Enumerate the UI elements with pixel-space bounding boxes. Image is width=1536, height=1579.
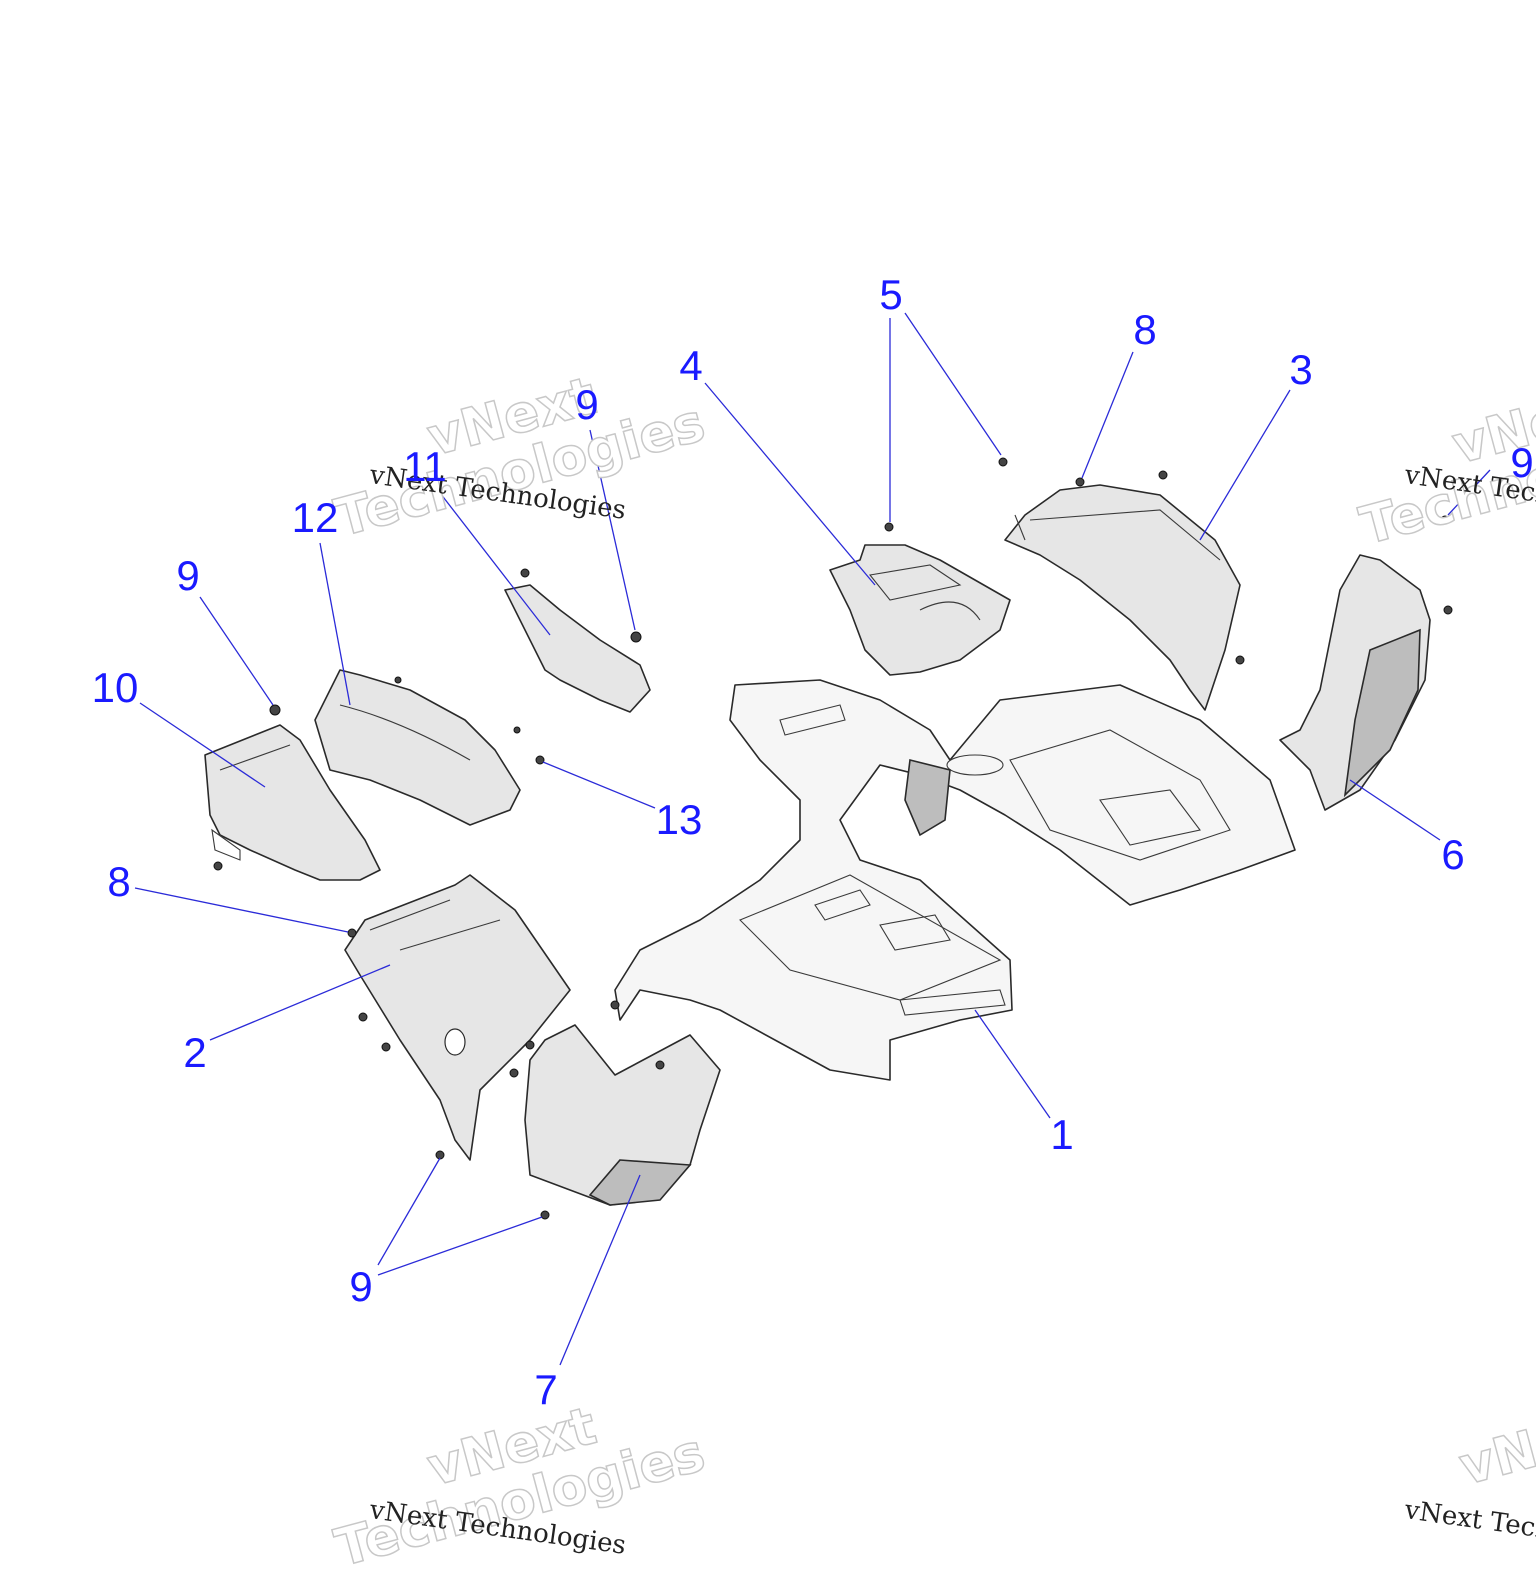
callout-10[interactable]: 10 [91,664,139,711]
parts-diagram: vNext Technologies vNext Technologies vN… [91,271,1536,1579]
callout-13[interactable]: 13 [655,796,703,843]
leader-lines [134,312,1491,1366]
callout-9-bottom[interactable]: 9 [349,1263,373,1310]
exploded-view-drawing [134,312,1491,1366]
callout-8-left[interactable]: 8 [107,858,131,905]
part-12-curved-fender [314,669,521,826]
callout-12[interactable]: 12 [291,494,339,541]
callout-7[interactable]: 7 [534,1366,558,1413]
part-10-left-front-fender [204,724,381,881]
callout-9-right[interactable]: 9 [1510,439,1534,486]
callout-5[interactable]: 5 [879,271,903,318]
part-11-small-panel [504,584,651,713]
part-3-right-rear-fender [1004,484,1241,711]
callout-2[interactable]: 2 [183,1029,207,1076]
callout-11[interactable]: 11 [403,443,447,490]
callout-4[interactable]: 4 [679,342,703,389]
callout-9-top[interactable]: 9 [575,381,599,428]
part-7-left-footwell-panel [524,1024,721,1206]
callout-3[interactable]: 3 [1289,346,1313,393]
fasteners [213,457,1453,1220]
callout-1[interactable]: 1 [1050,1111,1074,1158]
part-6-right-side-panel [1279,554,1431,811]
callout-9-left[interactable]: 9 [176,552,200,599]
callout-8-top[interactable]: 8 [1133,306,1157,353]
part-2-left-side-panel [344,874,571,1161]
callout-6[interactable]: 6 [1441,831,1465,878]
part-4-center-console [829,544,1011,676]
part-1-floor-panel [614,679,1296,1081]
